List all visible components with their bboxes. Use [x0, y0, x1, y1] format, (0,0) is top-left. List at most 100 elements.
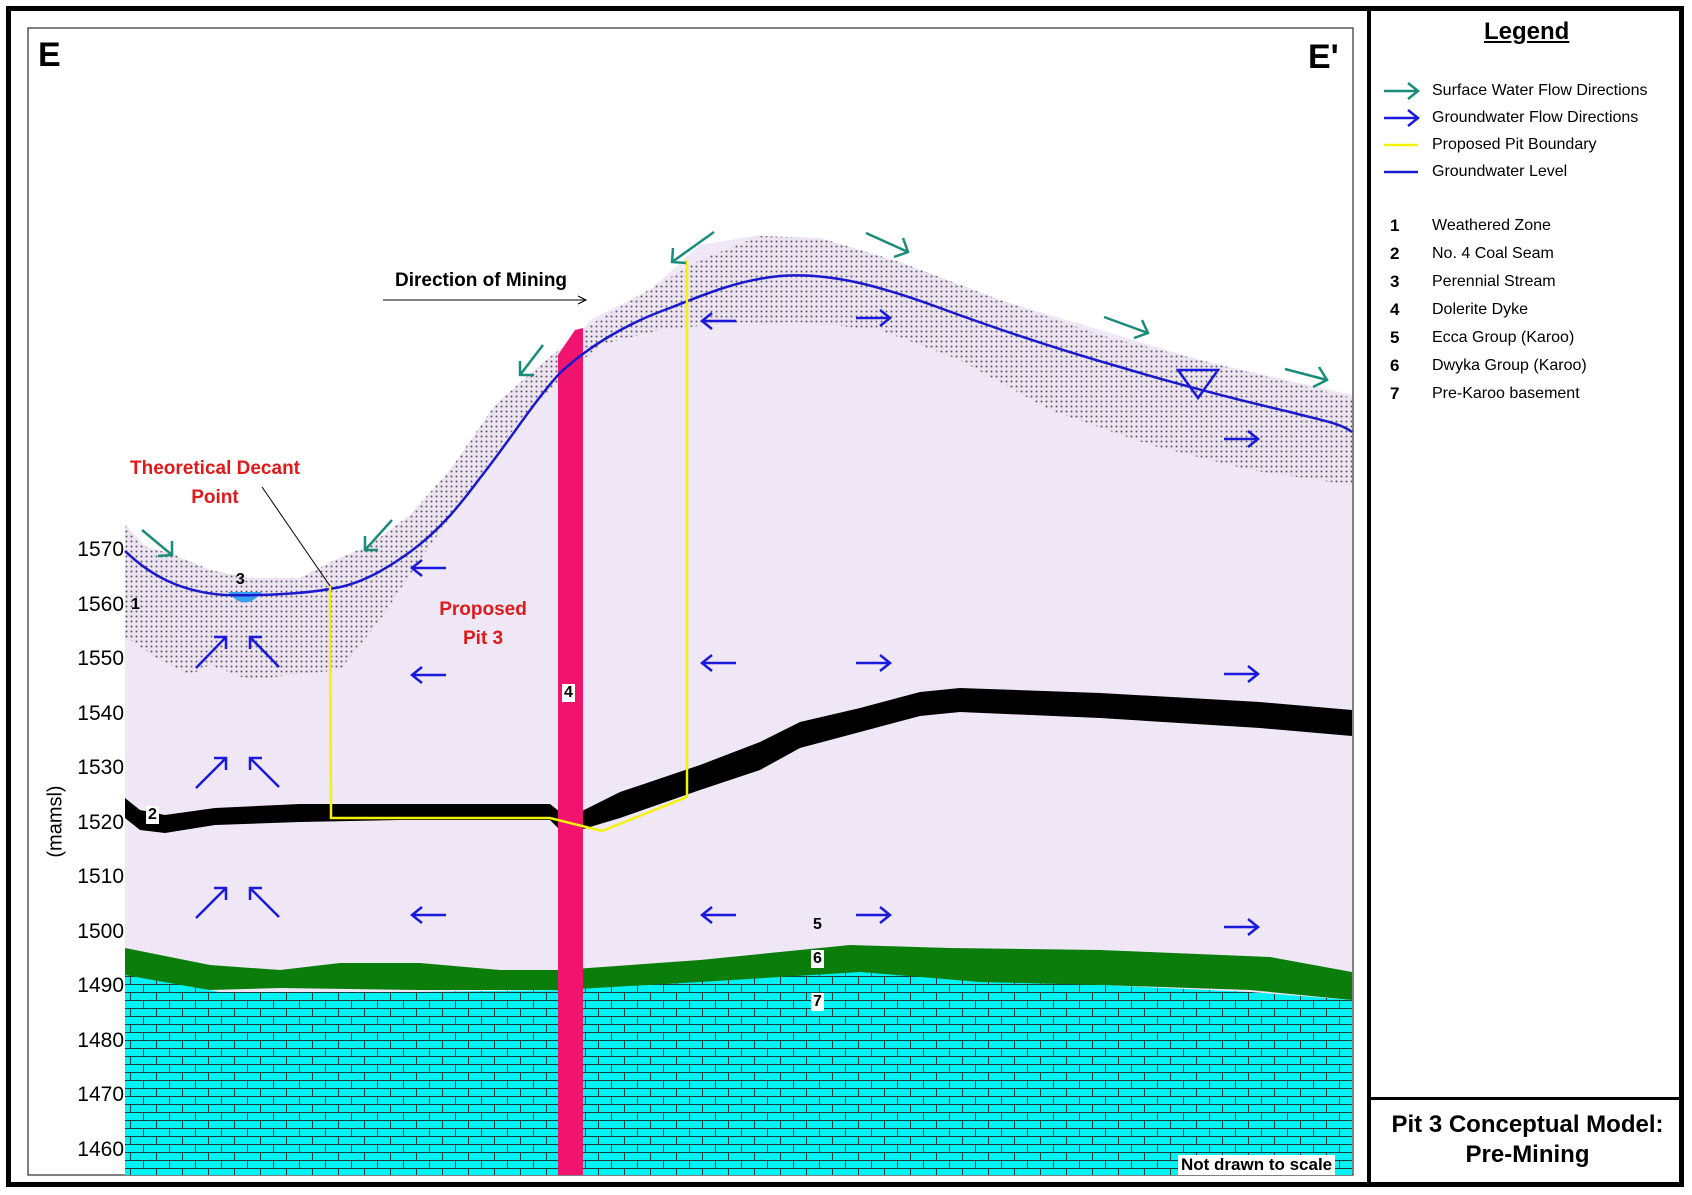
legend-symbol-label: Proposed Pit Boundary	[1432, 136, 1597, 153]
y-tick-label: 1560	[77, 592, 124, 616]
gw-arrow-icon	[409, 906, 446, 924]
legend-unit-label: Weathered Zone	[1432, 217, 1551, 234]
legend-unit-row: 7 Pre-Karoo basement	[1382, 382, 1580, 406]
y-tick-label: 1480	[77, 1028, 124, 1052]
y-tick-label: 1570	[77, 538, 124, 561]
unit-number-4: 4	[562, 684, 575, 702]
legend-unit-number: 6	[1390, 356, 1400, 375]
gw-arrow-icon	[699, 312, 736, 330]
gw-arrow-icon	[856, 654, 893, 672]
surface-water-arrows	[141, 230, 1329, 558]
unit-number-2: 2	[146, 806, 159, 824]
y-tick-label: 1530	[77, 756, 124, 779]
legend-unit-number: 5	[1390, 328, 1400, 347]
legend-panel-divider	[1367, 6, 1371, 1187]
gw-arrow-icon	[699, 906, 736, 924]
gw-arrow-icon	[1224, 430, 1261, 448]
legend-unit-row: 2 No. 4 Coal Seam	[1382, 242, 1554, 266]
proposed-pit-boundary	[328, 260, 689, 833]
pit-label-line2: Pit 3	[462, 628, 504, 649]
sw-arrow-icon	[1103, 315, 1150, 340]
arrow-icon	[1382, 106, 1432, 130]
y-tick-label: 1550	[77, 647, 124, 670]
coal-seam-unit	[125, 688, 1352, 833]
legend-symbol-label: Surface Water Flow Directions	[1432, 82, 1648, 99]
gw-arrow-icon	[1224, 918, 1261, 936]
gw-arrow-icon	[195, 886, 228, 919]
gw-arrow-icon	[195, 756, 228, 789]
y-axis-label: (mamsl)	[44, 785, 67, 858]
legend-unit-label: Perennial Stream	[1432, 273, 1556, 290]
legend-unit-label: Dwyka Group (Karoo)	[1432, 357, 1587, 374]
legend-title: Legend	[1484, 18, 1570, 45]
direction-of-mining-arrow	[383, 295, 588, 305]
legend-symbol-row: Groundwater Level	[1382, 160, 1567, 184]
sw-arrow-icon	[865, 231, 910, 259]
y-tick-label: 1470	[77, 1083, 124, 1106]
legend-unit-row: 4 Dolerite Dyke	[1382, 298, 1528, 322]
figure-caption: Pit 3 Conceptual Model: Pre-Mining	[1371, 1110, 1684, 1170]
legend-unit-number: 1	[1390, 216, 1400, 235]
sw-arrow-icon	[141, 529, 174, 558]
legend-unit-number: 7	[1390, 384, 1400, 403]
legend-unit-row: 3 Perennial Stream	[1382, 270, 1556, 294]
legend-symbol-row: Groundwater Flow Directions	[1382, 106, 1638, 130]
decant-label-line1: Theoretical Decant	[130, 458, 300, 479]
legend-unit-row: 1 Weathered Zone	[1382, 214, 1551, 238]
gw-arrow-icon	[856, 309, 893, 327]
section-end-label: E'	[1308, 38, 1339, 76]
legend-unit-label: Pre-Karoo basement	[1432, 385, 1580, 402]
legend-unit-number: 2	[1390, 244, 1400, 263]
sw-arrow-icon	[670, 230, 715, 265]
legend-unit-number: 4	[1390, 300, 1400, 319]
decant-label-line2: Point	[191, 487, 239, 508]
sw-arrow-icon	[363, 519, 393, 552]
unit-number-3: 3	[236, 571, 245, 588]
gw-arrow-icon	[409, 559, 446, 577]
caption-line1: Pit 3 Conceptual Model:	[1391, 1111, 1664, 1138]
legend-unit-label: Dolerite Dyke	[1432, 301, 1529, 318]
weathered-zone-unit	[125, 236, 1352, 680]
pit-label-line1: Proposed	[439, 599, 527, 620]
pre-karoo-basement-unit	[125, 972, 1352, 1175]
proposed-pit-label: Proposed Pit 3	[418, 595, 548, 653]
decant-point-label: Theoretical Decant Point	[110, 454, 320, 512]
sw-arrow-icon	[1284, 366, 1329, 389]
line-icon	[1382, 133, 1432, 157]
legend-symbol-label: Groundwater Level	[1432, 163, 1568, 180]
legend-symbol-label: Groundwater Flow Directions	[1432, 109, 1639, 126]
groundwater-level-line	[124, 274, 1353, 597]
dwyka-group-unit	[125, 945, 1352, 1000]
y-tick-label: 1540	[77, 701, 124, 725]
unit-number-5: 5	[813, 916, 822, 933]
gw-arrow-icon	[1224, 665, 1261, 683]
gw-arrow-icon	[195, 635, 228, 669]
y-tick-label: 1490	[77, 974, 124, 997]
gw-arrow-icon	[409, 666, 446, 684]
arrow-icon	[1382, 79, 1432, 103]
sw-arrow-icon	[518, 344, 544, 377]
unit-number-1: 1	[131, 596, 140, 613]
unit-number-6: 6	[811, 950, 824, 968]
gw-arrow-icon	[248, 635, 280, 668]
y-tick-label: 1510	[77, 865, 124, 888]
gw-arrow-icon	[856, 906, 893, 924]
legend-unit-label: No. 4 Coal Seam	[1432, 245, 1554, 262]
legend-symbol-row: Surface Water Flow Directions	[1382, 79, 1647, 103]
legend-symbol-row: Proposed Pit Boundary	[1382, 133, 1597, 157]
line-icon	[1382, 160, 1432, 184]
y-tick-label: 1520	[77, 810, 124, 834]
y-tick-label: 1460	[77, 1137, 124, 1161]
gw-arrow-icon	[248, 756, 280, 788]
water-table-triangle-icon	[1175, 368, 1221, 401]
direction-of-mining-label: Direction of Mining	[395, 270, 568, 291]
dolerite-dyke	[558, 328, 583, 1175]
section-start-label: E	[38, 36, 61, 74]
unit-number-7: 7	[811, 993, 824, 1011]
y-tick-label: 1500	[77, 919, 124, 943]
legend-unit-row: 6 Dwyka Group (Karoo)	[1382, 354, 1587, 378]
legend-unit-number: 3	[1390, 272, 1400, 291]
not-to-scale-note: Not drawn to scale	[1178, 1155, 1336, 1175]
